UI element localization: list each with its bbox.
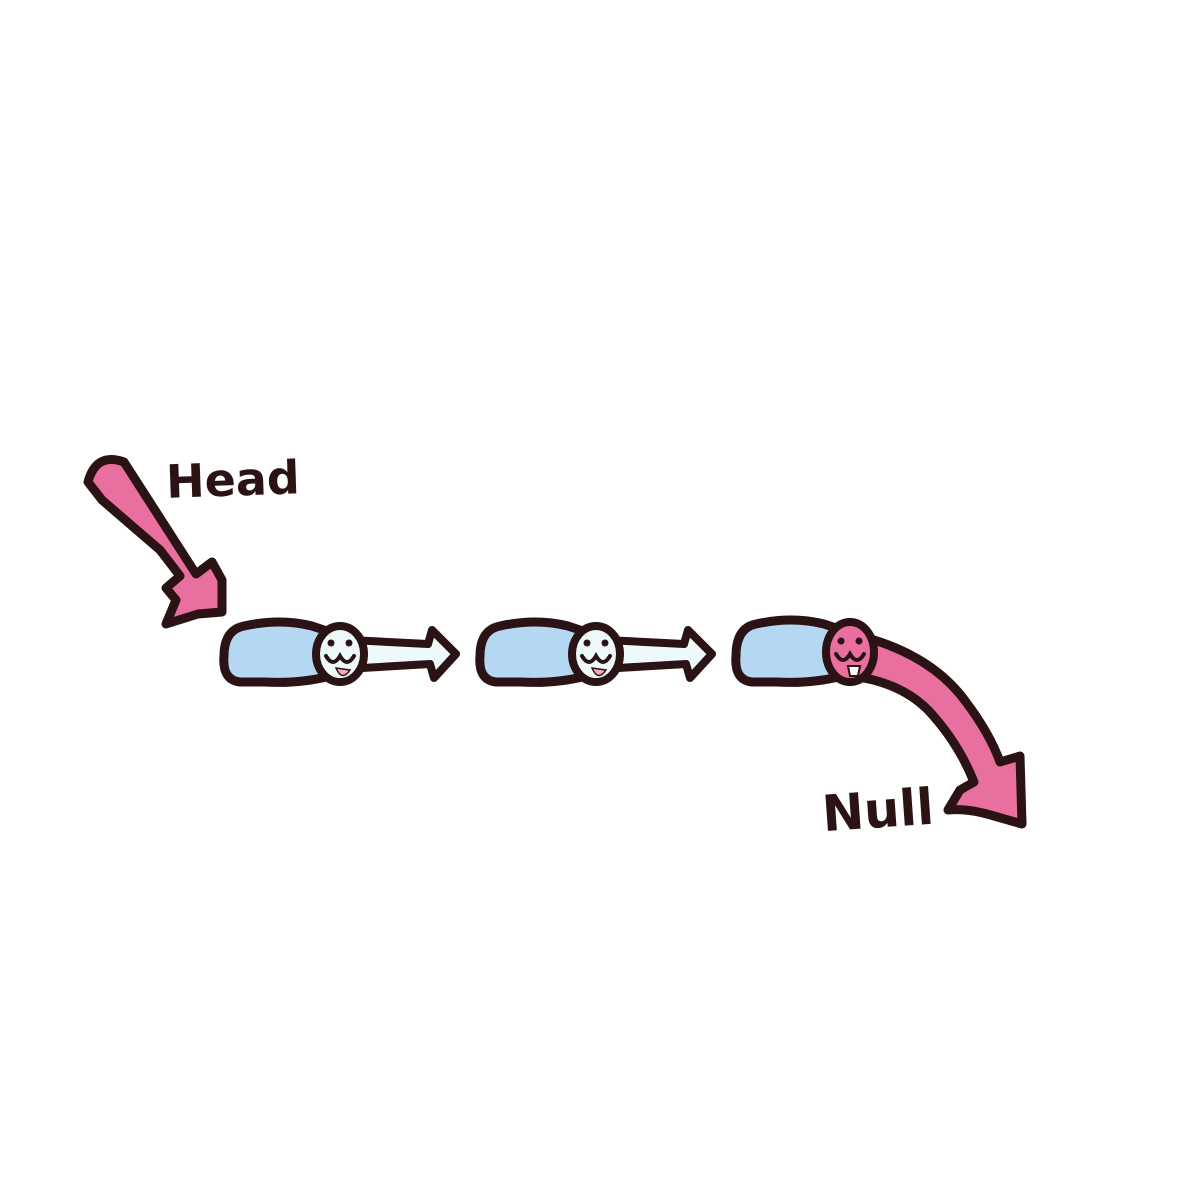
head-label: Head [165, 450, 300, 509]
pointer-cell-face-icon [312, 622, 368, 686]
pointer-cell-face-icon [568, 622, 624, 686]
null-label: Null [820, 778, 935, 844]
null-arrow-icon [847, 629, 1027, 829]
data-cell [731, 615, 847, 687]
next-pointer-arrow-icon [602, 626, 716, 682]
data-cell [219, 617, 335, 687]
list-node-3 [731, 615, 1027, 829]
list-node-2 [475, 617, 716, 687]
pointer-cell-face-icon [822, 618, 878, 686]
data-cell [475, 617, 591, 687]
list-node-1 [219, 617, 460, 687]
head-arrow-icon [83, 455, 227, 629]
next-pointer-arrow-icon [346, 626, 460, 682]
